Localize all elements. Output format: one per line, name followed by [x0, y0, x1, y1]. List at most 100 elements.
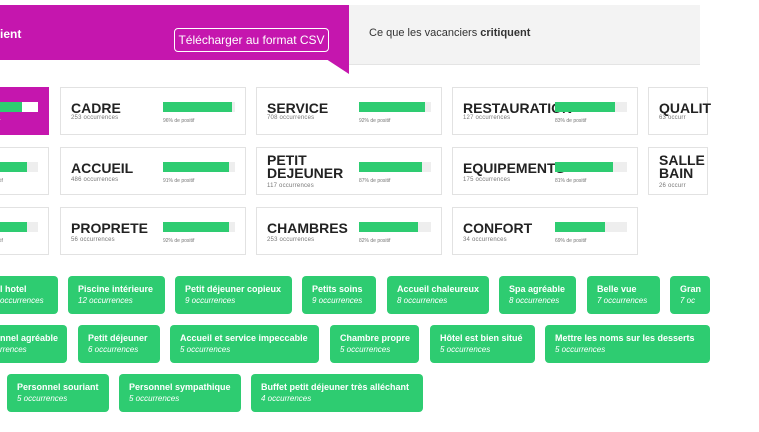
tag-occurrences: 5 occurrences [340, 345, 391, 354]
tag-title: Mettre les noms sur les desserts [555, 333, 695, 343]
positive-bar [359, 222, 431, 232]
category-card-partial[interactable]: r [0, 87, 49, 135]
tag-title: Chambre propre [340, 333, 411, 343]
category-name: CHAMBRES [267, 220, 348, 236]
tag-title: Petits soins [312, 284, 363, 294]
category-card-accueil[interactable]: ACCUEIL 486 occurrences 91% de positif [60, 147, 246, 195]
tag-title: Personnel sympathique [129, 382, 231, 392]
positive-percent: r [0, 118, 1, 124]
positive-bar [359, 102, 431, 112]
tag-title: Piscine intérieure [78, 284, 154, 294]
tag-occurrences: 7 occurrences [597, 296, 648, 305]
header-active-panel: ient Télécharger au format CSV [0, 5, 349, 60]
category-occurrences: 708 occurrences [267, 115, 315, 121]
category-name: CADRE [71, 100, 121, 116]
tab-criticism-bold: critiquent [480, 27, 531, 39]
tag-title: Accueil chaleureux [397, 284, 480, 294]
positive-percent: 81% de positif [555, 178, 587, 184]
tag-occurrences: occurrences [0, 296, 44, 305]
positive-bar [0, 162, 38, 172]
tag-occurrences: 4 occurrences [261, 394, 312, 403]
download-csv-button[interactable]: Télécharger au format CSV [174, 28, 329, 52]
category-card-salle-bain[interactable]: SALLE BAIN 26 occurr [648, 147, 708, 195]
tag-title: Accueil et service impeccable [180, 333, 308, 343]
positive-percent: 82% de positif [359, 238, 391, 244]
positive-bar [555, 162, 627, 172]
positive-bar [555, 222, 627, 232]
positive-percent: 91% de positif [163, 178, 195, 184]
positive-bar-fill [359, 102, 426, 112]
category-card-cadre[interactable]: CADRE 253 occurrences 96% de positif [60, 87, 246, 135]
tag-title: l hotel [0, 284, 27, 294]
tag-occurrences: 9 occurrences [312, 296, 363, 305]
category-occurrences: 175 occurrences [463, 177, 511, 183]
category-card-confort[interactable]: CONFORT 34 occurrences 69% de positif [452, 207, 638, 255]
positive-percent: 96% de positif [163, 118, 195, 124]
positive-percent: 69% de positif [555, 238, 587, 244]
tag-item[interactable]: Personnel sympathique 5 occurrences [119, 374, 241, 412]
positive-bar [163, 162, 235, 172]
category-card-service[interactable]: SERVICE 708 occurrences 92% de positif [256, 87, 442, 135]
category-card-chambres[interactable]: CHAMBRES 253 occurrences 82% de positif [256, 207, 442, 255]
category-occurrences: 127 occurrences [463, 115, 511, 121]
positive-bar [0, 222, 38, 232]
tag-item[interactable]: Chambre propre 5 occurrences [330, 325, 419, 363]
tag-title: Gran [680, 284, 702, 294]
positive-bar-fill [359, 222, 419, 232]
positive-bar-fill [0, 222, 28, 232]
category-card-qualite[interactable]: QUALIT 63 occurr [648, 87, 711, 135]
category-card-partial[interactable]: tif [0, 147, 49, 195]
positive-bar-fill [555, 222, 605, 232]
tag-occurrences: 5 occurrences [129, 394, 180, 403]
tag-item[interactable]: Petits soins 9 occurrences [302, 276, 376, 314]
tag-occurrences: 5 occurrences [440, 345, 491, 354]
positive-bar [163, 102, 235, 112]
tab-praise[interactable]: ient [0, 27, 22, 41]
category-occurrences: 63 occurr [659, 115, 686, 121]
positive-percent: tif [0, 178, 3, 184]
tag-title: Belle vue [597, 284, 637, 294]
tag-item[interactable]: l hotel occurrences [0, 276, 58, 314]
category-name: EQUIPEMENTS [463, 160, 565, 176]
category-occurrences: 26 occurr [659, 183, 686, 189]
positive-bar [0, 102, 38, 112]
category-occurrences: 253 occurrences [267, 237, 315, 243]
tab-criticism-prefix: Ce que les vacanciers [369, 27, 481, 39]
tag-title: Petit déjeuner copieux [185, 284, 282, 294]
tag-title: Petit déjeuner [88, 333, 148, 343]
positive-bar-fill [163, 162, 229, 172]
tag-item[interactable]: Belle vue 7 occurrences [587, 276, 660, 314]
category-name: QUALIT [659, 100, 712, 116]
positive-bar-fill [359, 162, 422, 172]
category-card-partial[interactable]: tif [0, 207, 49, 255]
tag-title: Spa agréable [509, 284, 566, 294]
active-tab-arrow [320, 55, 349, 74]
positive-bar-fill [555, 102, 615, 112]
category-name: RESTAURATION [463, 100, 573, 116]
category-card-petit-dejeuner[interactable]: PETIT DEJEUNER 117 occurrences 87% de po… [256, 147, 442, 195]
tag-occurrences: 5 occurrences [180, 345, 231, 354]
header-inactive-panel[interactable] [349, 5, 700, 65]
positive-bar-fill [163, 102, 233, 112]
category-card-equipements[interactable]: EQUIPEMENTS 175 occurrences 81% de posit… [452, 147, 638, 195]
tag-item[interactable]: Accueil et service impeccable 5 occurrenc… [170, 325, 319, 363]
category-card-proprete[interactable]: PROPRETE 56 occurrences 92% de positif [60, 207, 246, 255]
category-occurrences: 486 occurrences [71, 177, 119, 183]
positive-bar [555, 102, 627, 112]
tag-occurrences: 5 occurrences [17, 394, 68, 403]
positive-bar-fill [555, 162, 614, 172]
category-card-restauration[interactable]: RESTAURATION 127 occurrences 83% de posi… [452, 87, 638, 135]
positive-percent: 87% de positif [359, 178, 391, 184]
tab-criticism[interactable]: Ce que les vacanciers critiquent [369, 27, 530, 39]
